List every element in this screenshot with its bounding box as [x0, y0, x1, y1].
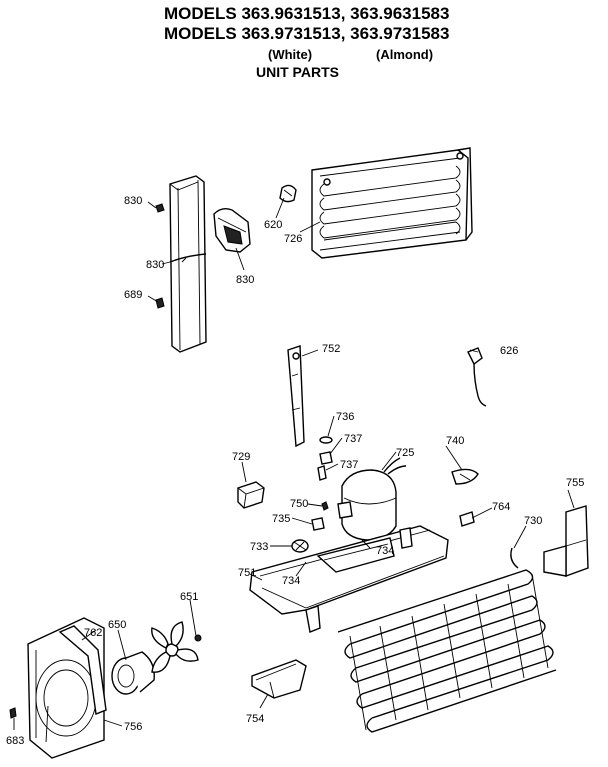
label-651: 651 [180, 591, 198, 603]
capacitor-740 [451, 468, 479, 485]
part-620 [279, 184, 297, 203]
label-750: 750 [290, 498, 308, 510]
label-620: 620 [264, 219, 282, 231]
label-740: 740 [446, 435, 464, 447]
label-737-bottom: 737 [340, 459, 358, 471]
label-830-channel: 830 [146, 259, 164, 271]
models-line-1: MODELS 363.9631513, 363.9631583 [164, 4, 450, 23]
fan-blade-651 [151, 621, 202, 673]
label-762: 762 [84, 627, 102, 639]
drain-pan-754 [251, 659, 307, 699]
label-730: 730 [524, 515, 542, 527]
clip-764 [459, 511, 475, 527]
part-750 [321, 501, 329, 511]
label-729: 729 [232, 451, 250, 463]
screw-689 [155, 297, 165, 309]
label-737-top: 737 [344, 433, 362, 445]
label-734-left: 734 [282, 575, 300, 587]
bracket-755 [543, 505, 589, 577]
clip-735 [311, 517, 325, 531]
label-830-screw: 830 [124, 195, 142, 207]
label-725: 725 [396, 447, 414, 459]
base-tray-751 [249, 525, 449, 633]
label-734-right: 734 [376, 545, 394, 557]
label-751: 751 [238, 567, 256, 579]
label-726: 726 [284, 233, 302, 245]
grommet-736 [319, 436, 333, 444]
screw-683 [9, 707, 17, 719]
label-735: 735 [272, 513, 290, 525]
condenser-coil-730 [337, 547, 557, 733]
label-626: 626 [500, 345, 518, 357]
condenser-726 [311, 147, 473, 259]
color-almond-label: (Almond) [376, 47, 434, 62]
sleeve-737-b [317, 465, 327, 481]
channel-830 [169, 175, 207, 353]
gasket-762 [58, 625, 107, 715]
grommet-737-a [319, 451, 333, 465]
label-650: 650 [108, 619, 126, 631]
relay-729 [237, 481, 265, 509]
screw-830 [155, 203, 165, 213]
motor-bracket-830 [213, 207, 251, 253]
label-830-bracket: 830 [236, 274, 254, 286]
models-line-2: MODELS 363.9731513, 363.9731583 [164, 24, 450, 43]
unit-parts-title: UNIT PARTS [256, 64, 339, 80]
compressor-725 [337, 457, 407, 541]
label-756: 756 [124, 721, 142, 733]
label-754: 754 [246, 713, 264, 725]
color-white-label: (White) [268, 47, 313, 62]
fan-motor-650 [111, 651, 155, 695]
label-752: 752 [322, 343, 340, 355]
label-736: 736 [336, 411, 354, 423]
label-689: 689 [124, 289, 142, 301]
part-733 [291, 539, 309, 553]
overload-626 [467, 347, 487, 407]
leader-lines [13, 197, 575, 730]
label-683: 683 [6, 735, 24, 747]
mount-plate-752 [287, 345, 305, 448]
label-733: 733 [250, 541, 268, 553]
label-755: 755 [566, 477, 584, 489]
label-764: 764 [492, 501, 510, 513]
